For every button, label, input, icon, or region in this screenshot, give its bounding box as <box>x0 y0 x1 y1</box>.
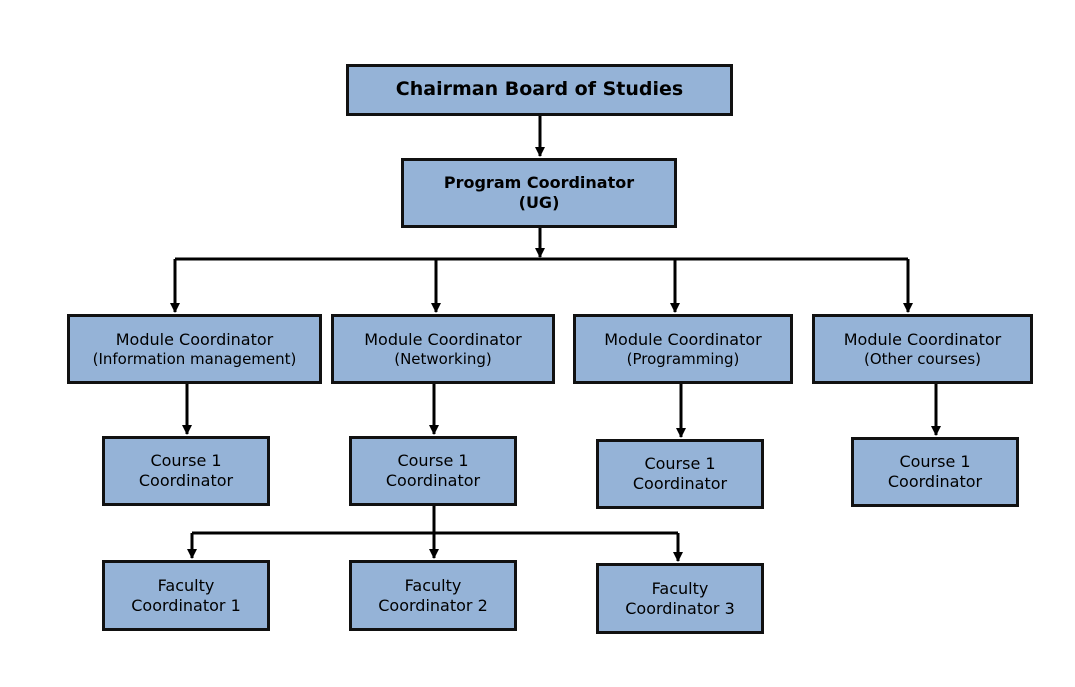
coordinator-label: Coordinator <box>385 471 481 490</box>
faculty-coordinator-box-2: Faculty Coordinator 2 <box>349 560 517 631</box>
module-coordinator-area: (Information management) <box>92 349 297 368</box>
course-coordinator-box-4: Course 1 Coordinator <box>851 437 1019 507</box>
course-coordinator-box-2: Course 1 Coordinator <box>349 436 517 506</box>
program-coordinator-title: Program Coordinator <box>443 173 635 192</box>
course-label: Course 1 <box>899 452 971 471</box>
module-coordinator-area: (Networking) <box>394 349 492 368</box>
module-coordinator-area: (Programming) <box>626 349 740 368</box>
faculty-label: Faculty <box>157 575 215 595</box>
course-coordinator-box-1: Course 1 Coordinator <box>102 436 270 506</box>
faculty-label: Faculty <box>651 578 709 598</box>
module-coordinator-title: Module Coordinator <box>843 329 1002 349</box>
program-coordinator-level: (UG) <box>518 193 560 212</box>
coordinator-label: Coordinator <box>138 471 234 490</box>
faculty-coordinator-number: Coordinator 1 <box>131 595 241 615</box>
faculty-label: Faculty <box>404 575 462 595</box>
faculty-coordinator-number: Coordinator 2 <box>378 595 488 615</box>
module-coordinator-information-management-box: Module Coordinator (Information manageme… <box>67 314 322 384</box>
course-coordinator-box-3: Course 1 Coordinator <box>596 439 764 509</box>
module-coordinator-title: Module Coordinator <box>604 329 762 349</box>
faculty-coordinator-box-3: Faculty Coordinator 3 <box>596 563 764 634</box>
chairman-label: Chairman Board of Studies <box>395 78 684 101</box>
program-coordinator-box: Program Coordinator (UG) <box>401 158 677 228</box>
chairman-board-of-studies-box: Chairman Board of Studies <box>346 64 733 116</box>
module-coordinator-title: Module Coordinator <box>115 329 274 349</box>
coordinator-label: Coordinator <box>887 472 983 491</box>
module-coordinator-programming-box: Module Coordinator (Programming) <box>573 314 793 384</box>
course-label: Course 1 <box>150 451 222 470</box>
course-label: Course 1 <box>644 454 716 473</box>
module-coordinator-other-courses-box: Module Coordinator (Other courses) <box>812 314 1033 384</box>
module-coordinator-networking-box: Module Coordinator (Networking) <box>331 314 555 384</box>
course-label: Course 1 <box>397 451 469 470</box>
module-coordinator-title: Module Coordinator <box>364 329 522 349</box>
coordinator-label: Coordinator <box>632 474 728 493</box>
module-coordinator-area: (Other courses) <box>863 349 982 368</box>
faculty-coordinator-box-1: Faculty Coordinator 1 <box>102 560 270 631</box>
faculty-coordinator-number: Coordinator 3 <box>625 598 735 618</box>
